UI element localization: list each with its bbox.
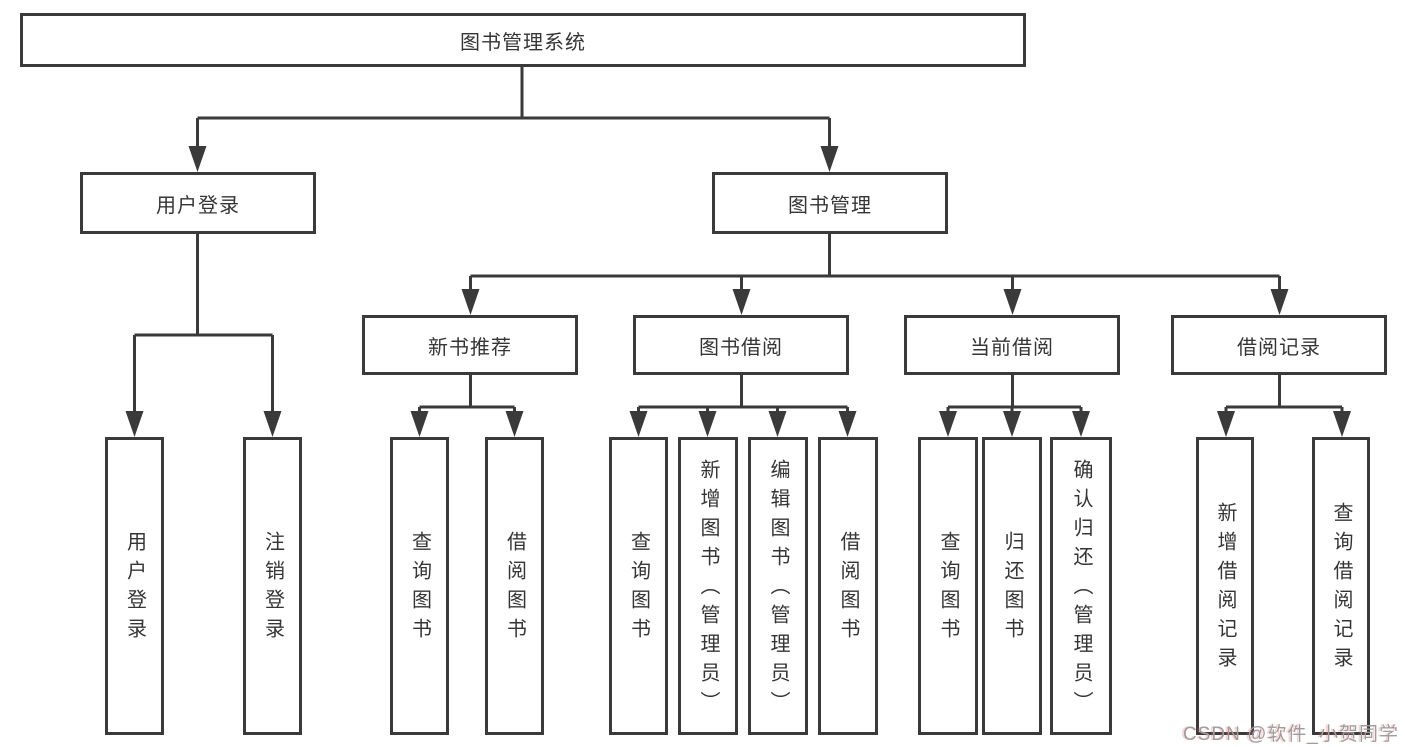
node-book-borrow: 图书借阅 xyxy=(633,315,849,375)
leaf-logout-login: 注销登录 xyxy=(243,437,302,735)
leaf-current-return-books: 归还图书 xyxy=(982,437,1042,735)
node-root: 图书管理系统 xyxy=(20,13,1026,67)
node-current-borrow: 当前借阅 xyxy=(904,315,1120,375)
node-user-login: 用户登录 xyxy=(80,172,316,234)
node-book-management: 图书管理 xyxy=(712,172,948,234)
leaf-current-confirm-return-admin: 确认归还（管理员） xyxy=(1050,437,1112,735)
node-new-book-recommend: 新书推荐 xyxy=(362,315,578,375)
node-borrow-records: 借阅记录 xyxy=(1171,315,1387,375)
leaf-borrow-query-books: 查询图书 xyxy=(609,437,668,735)
leaf-borrow-add-books-admin: 新增图书（管理员） xyxy=(678,437,738,735)
watermark: CSDN @软件_小贺同学 xyxy=(1183,724,1399,745)
leaf-newbook-query-books: 查询图书 xyxy=(390,437,449,735)
leaf-user-login: 用户登录 xyxy=(105,437,164,735)
leaf-records-query-borrow-record: 查询借阅记录 xyxy=(1312,437,1370,735)
leaf-borrow-borrow-books: 借阅图书 xyxy=(818,437,878,735)
leaf-current-query-books: 查询图书 xyxy=(918,437,978,735)
leaf-borrow-edit-books-admin: 编辑图书（管理员） xyxy=(748,437,808,735)
leaf-newbook-borrow-books: 借阅图书 xyxy=(485,437,544,735)
leaf-records-add-borrow-record: 新增借阅记录 xyxy=(1196,437,1254,735)
